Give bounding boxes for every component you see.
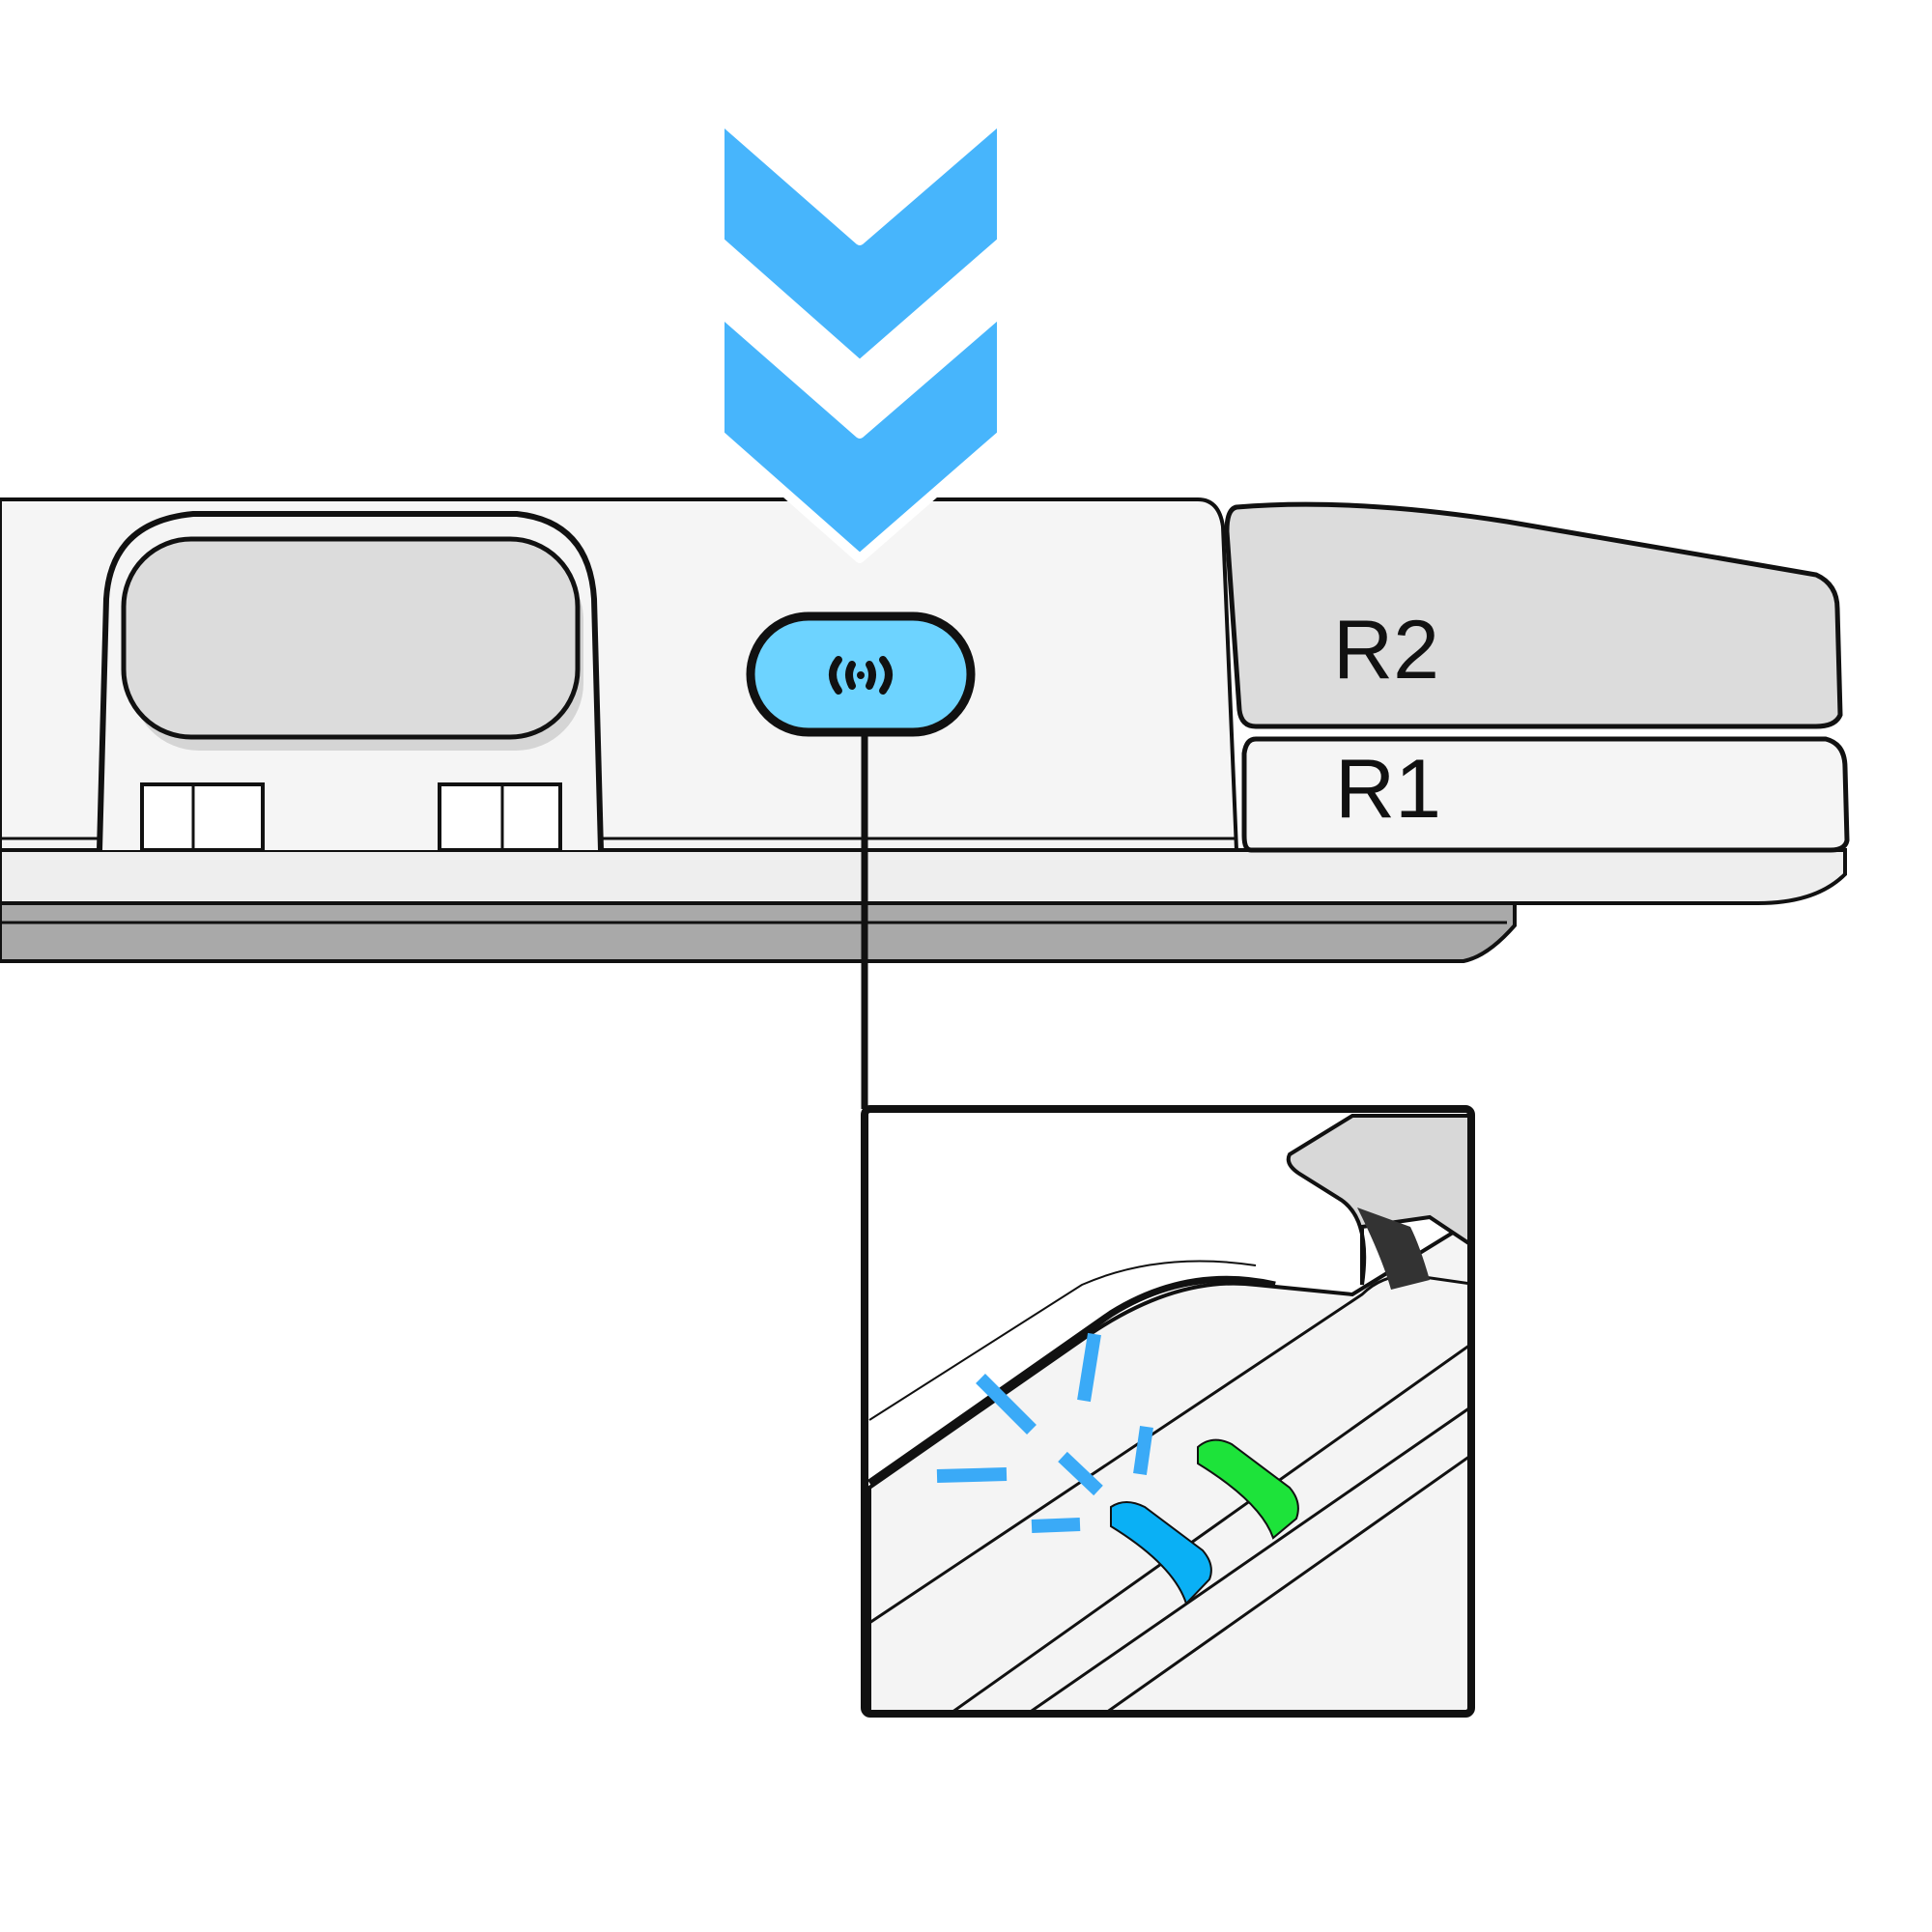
double-chevron-down-icon bbox=[715, 113, 1007, 563]
r1-bumper: R1 bbox=[1241, 736, 1850, 853]
green-led-indicator bbox=[1197, 1438, 1299, 1540]
wireless-signal-icon bbox=[829, 656, 893, 695]
led-detail-inset bbox=[861, 1105, 1475, 1718]
r2-trigger: R2 bbox=[1224, 501, 1843, 729]
blue-led-indicator bbox=[1110, 1501, 1212, 1605]
r1-label: R1 bbox=[1335, 743, 1441, 836]
grip-housing bbox=[97, 511, 604, 852]
controller-bottom-rails bbox=[0, 848, 1847, 963]
pairing-button bbox=[746, 611, 976, 737]
flash-lines bbox=[936, 1332, 1153, 1533]
r2-label: R2 bbox=[1333, 604, 1439, 696]
